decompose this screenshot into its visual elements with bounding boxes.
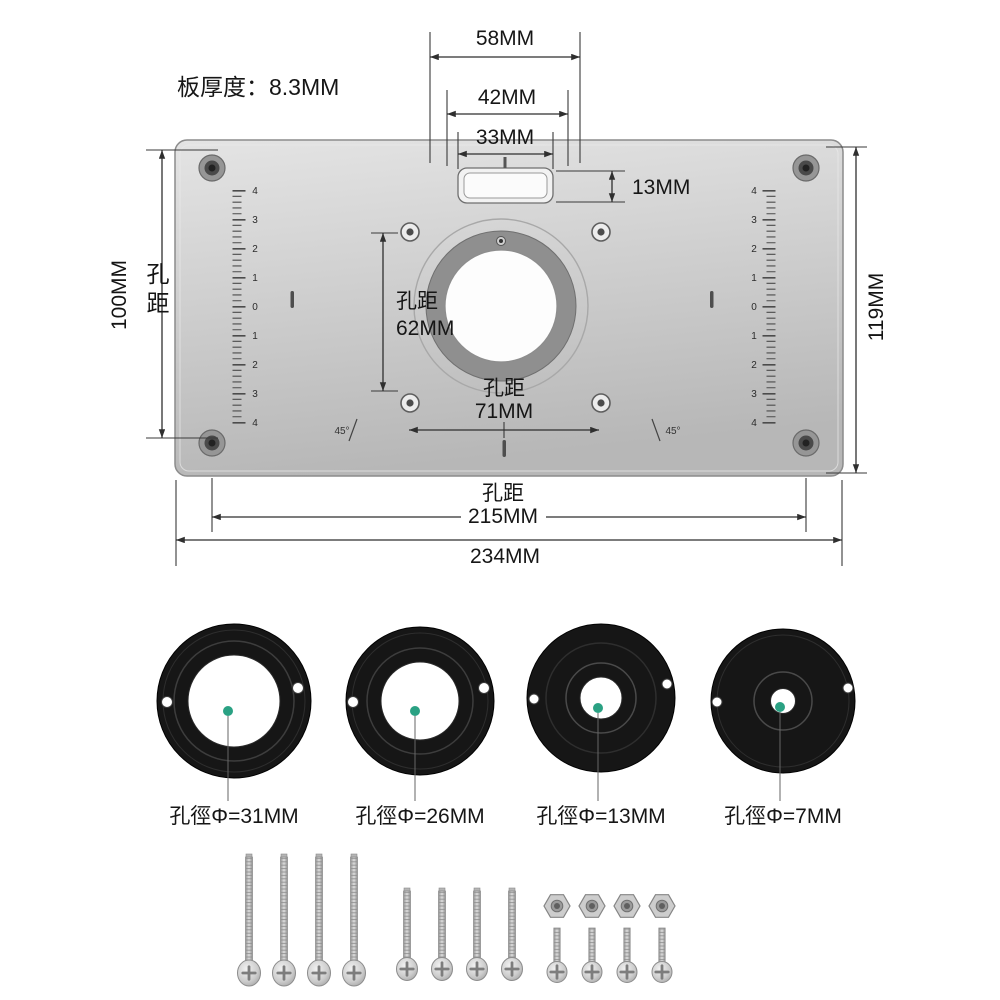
ring-center-dot	[593, 703, 603, 713]
ring-mount-hole	[478, 682, 490, 694]
dim-58-label: 58MM	[476, 27, 534, 50]
center-bit-opening	[413, 218, 589, 394]
insert-ring-26mm: 孔徑Φ=26MM	[345, 626, 495, 828]
center-vertical-dim-label: 孔距	[396, 290, 438, 313]
dim-42-label: 42MM	[478, 86, 536, 109]
alignment-slit	[290, 291, 294, 308]
ruler-left: 4 3 2 1 0 1 2 3 4	[232, 186, 258, 429]
long-screw	[273, 854, 296, 986]
ruler-number: 2	[751, 360, 757, 371]
ring-mount-hole	[842, 682, 854, 694]
dim-13-label: 13MM	[632, 176, 690, 199]
left-dim-label: 孔距	[143, 262, 169, 320]
router-slot	[457, 157, 554, 204]
corner-screw-hole	[198, 429, 226, 457]
overall-dim-value: 234MM	[470, 545, 540, 568]
medium-screw	[502, 888, 523, 981]
hex-nut	[543, 894, 571, 918]
ruler-number: 4	[252, 186, 258, 197]
ruler-number: 1	[751, 273, 757, 284]
ring-label: 孔徑Φ=7MM	[724, 805, 842, 828]
bottom-dim-value: 215MM	[468, 505, 538, 528]
angle-marks: 45° 45°	[334, 418, 681, 442]
ruler-number: 3	[252, 389, 258, 400]
corner-screw-hole	[198, 154, 226, 182]
left-dim-value: 100MM	[108, 259, 131, 331]
ring-center-dot	[775, 702, 785, 712]
insert-ring-13mm: 孔徑Φ=13MM	[526, 623, 676, 828]
ruler-number: 3	[751, 389, 757, 400]
ring-label: 孔徑Φ=31MM	[169, 805, 298, 828]
long-screw	[308, 854, 331, 986]
ruler-right: 4 3 2 1 0 1 2 3 4	[751, 186, 776, 429]
medium-screw	[467, 888, 488, 981]
ring-label: 孔徑Φ=13MM	[536, 805, 665, 828]
corner-screw-hole	[792, 429, 820, 457]
ruler-number: 4	[751, 418, 757, 429]
plate-thickness-label: 板厚度：8.3MM	[177, 74, 339, 100]
ring-mount-hole	[711, 696, 723, 708]
hex-nut	[648, 894, 676, 918]
ruler-number: 2	[252, 360, 258, 371]
ruler-number: 0	[252, 302, 258, 313]
long-screw	[238, 854, 261, 986]
aluminum-plate: 4 3 2 1 0 1 2 3 4 4 3 2 1 0 1 2 3 4 45°	[174, 139, 844, 477]
short-screw	[547, 928, 567, 983]
mounting-hardware	[238, 854, 676, 986]
ring-mount-hole	[161, 696, 173, 708]
ruler-number: 4	[252, 418, 258, 429]
medium-screw	[432, 888, 453, 981]
ruler-number: 1	[252, 331, 258, 342]
ring-mount-hole	[528, 693, 540, 705]
short-screw	[582, 928, 602, 983]
long-screw	[343, 854, 366, 986]
ruler-number: 1	[252, 273, 258, 284]
hex-nut	[578, 894, 606, 918]
ruler-number: 1	[751, 331, 757, 342]
insert-ring-31mm: 孔徑Φ=31MM	[156, 623, 312, 828]
center-horizontal-dim-value: 71MM	[475, 400, 533, 423]
angle-right-label: 45°	[665, 426, 680, 437]
mount-hole	[400, 393, 420, 413]
ring-label: 孔徑Φ=26MM	[355, 805, 484, 828]
ring-mount-hole	[347, 696, 359, 708]
insert-rings: 孔徑Φ=31MM 孔徑Φ=26MM 孔徑Φ=13MM	[156, 623, 856, 828]
mount-hole	[400, 222, 420, 242]
short-screw	[652, 928, 672, 983]
mount-hole	[591, 393, 611, 413]
ruler-number: 2	[252, 244, 258, 255]
mount-hole	[591, 222, 611, 242]
short-screw	[617, 928, 637, 983]
ruler-number: 2	[751, 244, 757, 255]
dimension-annotations: 板厚度：8.3MM 58MM 42MM 33MM 13MM 孔距 62MM 孔距…	[146, 27, 867, 568]
center-vertical-dim-value: 62MM	[396, 317, 454, 340]
extension-lines	[146, 32, 867, 566]
bottom-dim-label: 孔距	[482, 482, 524, 505]
alignment-slit	[502, 440, 506, 457]
medium-screw	[397, 888, 418, 981]
ruler-number: 3	[751, 215, 757, 226]
right-dim-value: 119MM	[865, 272, 888, 342]
alignment-slit	[710, 291, 714, 308]
ruler-number: 4	[751, 186, 757, 197]
center-horizontal-dim-label: 孔距	[483, 377, 525, 400]
angle-left-label: 45°	[334, 426, 349, 437]
corner-screw-hole	[792, 154, 820, 182]
insert-ring-7mm: 孔徑Φ=7MM	[710, 628, 856, 828]
hex-nut	[613, 894, 641, 918]
ruler-number: 3	[252, 215, 258, 226]
ring-center-dot	[223, 706, 233, 716]
ring-mount-hole	[661, 678, 673, 690]
dim-33-label: 33MM	[476, 126, 534, 149]
ring-mount-hole	[292, 682, 304, 694]
ring-center-dot	[410, 706, 420, 716]
ruler-number: 0	[751, 302, 757, 313]
